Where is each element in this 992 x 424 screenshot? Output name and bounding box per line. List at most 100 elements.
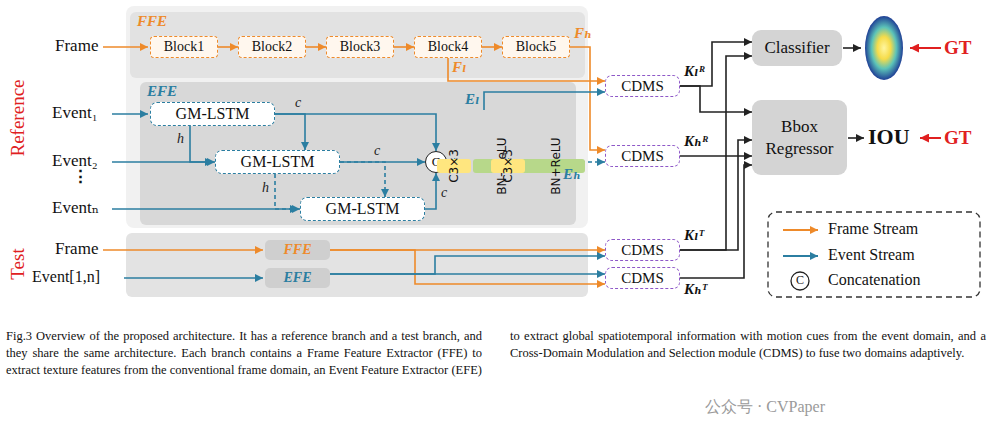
edge-label: Eₗ [465,91,479,108]
ffe-band: FFEBlock1Block2Block3Block4Block5 [130,12,585,78]
connector-arrow [330,273,605,275]
node-text: Block5 [516,39,556,55]
heatmap-ground [864,14,904,82]
legend-line-sample [783,229,818,231]
input-arrow [124,277,263,279]
edge-label: Fₗ [452,59,466,76]
conv-layer-column: C3×3 [491,159,525,173]
connector-arrow [570,47,605,150]
legend-text: Frame Stream [828,220,918,238]
efe-box: EFE [265,268,330,288]
legend-box [768,212,980,297]
output-label: IOU [868,125,910,149]
output-arrow [848,137,864,139]
ellipsis-mark: ⋮ [72,168,89,187]
connector-arrow [448,58,605,81]
node-text: GM-LSTM [241,153,315,171]
input-label: Event₁ [52,104,98,123]
conv-layer-text: C3×3 [447,149,461,183]
gm-lstm-box: GM-LSTM [300,197,425,221]
branch-label: Reference [8,80,29,157]
connector-arrow [680,56,752,250]
cdms-box: CDMS [605,75,680,97]
band-ground [130,12,585,78]
connector-arrow [680,42,752,86]
node-text: GM-LSTM [326,200,400,218]
connector-arrow [340,162,385,197]
connector-arrow [218,46,238,48]
legend-text: Event Stream [828,246,915,264]
input-label: Event[1,n] [32,268,100,286]
input-arrow [112,208,298,210]
input-label: Frame [55,37,98,56]
connector-arrow [340,161,425,163]
conv-block: C3×3BN+ReLU [516,110,560,222]
block-box: Block2 [238,36,306,58]
gt-label: GT [944,128,971,149]
node-text: CDMS [621,148,664,165]
input-arrow [112,113,148,115]
connector-arrow [680,140,752,250]
connector-arrow [275,174,300,209]
watermark: 公众号 · CVPaper [705,398,825,416]
legend-line-sample [783,255,818,257]
node-text: Block4 [428,39,468,55]
connector-arrow [680,155,752,157]
feature-label: Kₗᴿ [684,63,705,80]
node-text: CDMS [621,242,664,259]
branch-label: Test [8,248,29,279]
node-text: Bbox Regressor [752,116,847,159]
connector-arrow [484,92,605,110]
conv-layer-text: C3×3 [501,149,515,183]
edge-label: Eₕ [563,166,581,183]
cdms-box: CDMS [605,145,680,167]
gm-lstm-box: GM-LSTM [215,150,340,174]
connector-arrow [330,250,605,284]
reference-panel [126,6,588,228]
cdms-box: CDMS [605,267,680,289]
node-text: CDMS [621,270,664,287]
node-text: GM-LSTM [176,105,250,123]
node-text: CDMS [621,78,664,95]
connector-arrow [190,126,215,162]
gt-arrow [920,137,941,139]
efe-band: EFEGM-LSTMGM-LSTMGM-LSTMCC3×3BN+ReLUC3×3… [140,82,576,225]
input-label: Eventₙ [52,199,99,218]
conv-layer-column: C3×3 [437,159,471,173]
connector-arrow [330,256,605,274]
band-heading: EFE [147,83,177,100]
band-ground [140,82,576,225]
connector-arrow [275,114,436,151]
edge-label: c [295,95,301,110]
connector-arrow [275,114,305,150]
block-box: Block1 [150,36,218,58]
input-label: Frame [55,240,98,259]
legend-symbol-text: C [796,274,804,287]
feature-label: Kₕᴿ [684,133,708,150]
connector-arrow [306,46,326,48]
input-arrow [103,46,148,48]
gt-label: GT [944,38,971,59]
conv-layer-text: BN+ReLU [549,137,563,194]
input-arrow [103,249,263,251]
edge-label: c [374,143,380,158]
connector-arrow [482,46,502,48]
classifier-box: Classifier [752,30,842,66]
connector-arrow [425,173,436,209]
node-text: Block1 [164,39,204,55]
feature-label: Kₗᵀ [684,227,704,244]
figure-caption: Fig.3 Overview of the proposed architect… [6,328,986,379]
gm-lstm-box: GM-LSTM [150,102,275,126]
gt-arrow [910,47,941,49]
node-text: FFE [283,242,311,258]
legend-circle-sample [791,272,809,290]
cdms-box: CDMS [605,239,680,261]
feature-label: Kₕᵀ [684,281,707,298]
node-text: EFE [283,270,311,286]
ffe-box: FFE [265,240,330,260]
edge-label: h [262,180,269,195]
connector-arrow [680,86,752,112]
block-box: Block3 [326,36,394,58]
edge-label: h [177,131,184,146]
